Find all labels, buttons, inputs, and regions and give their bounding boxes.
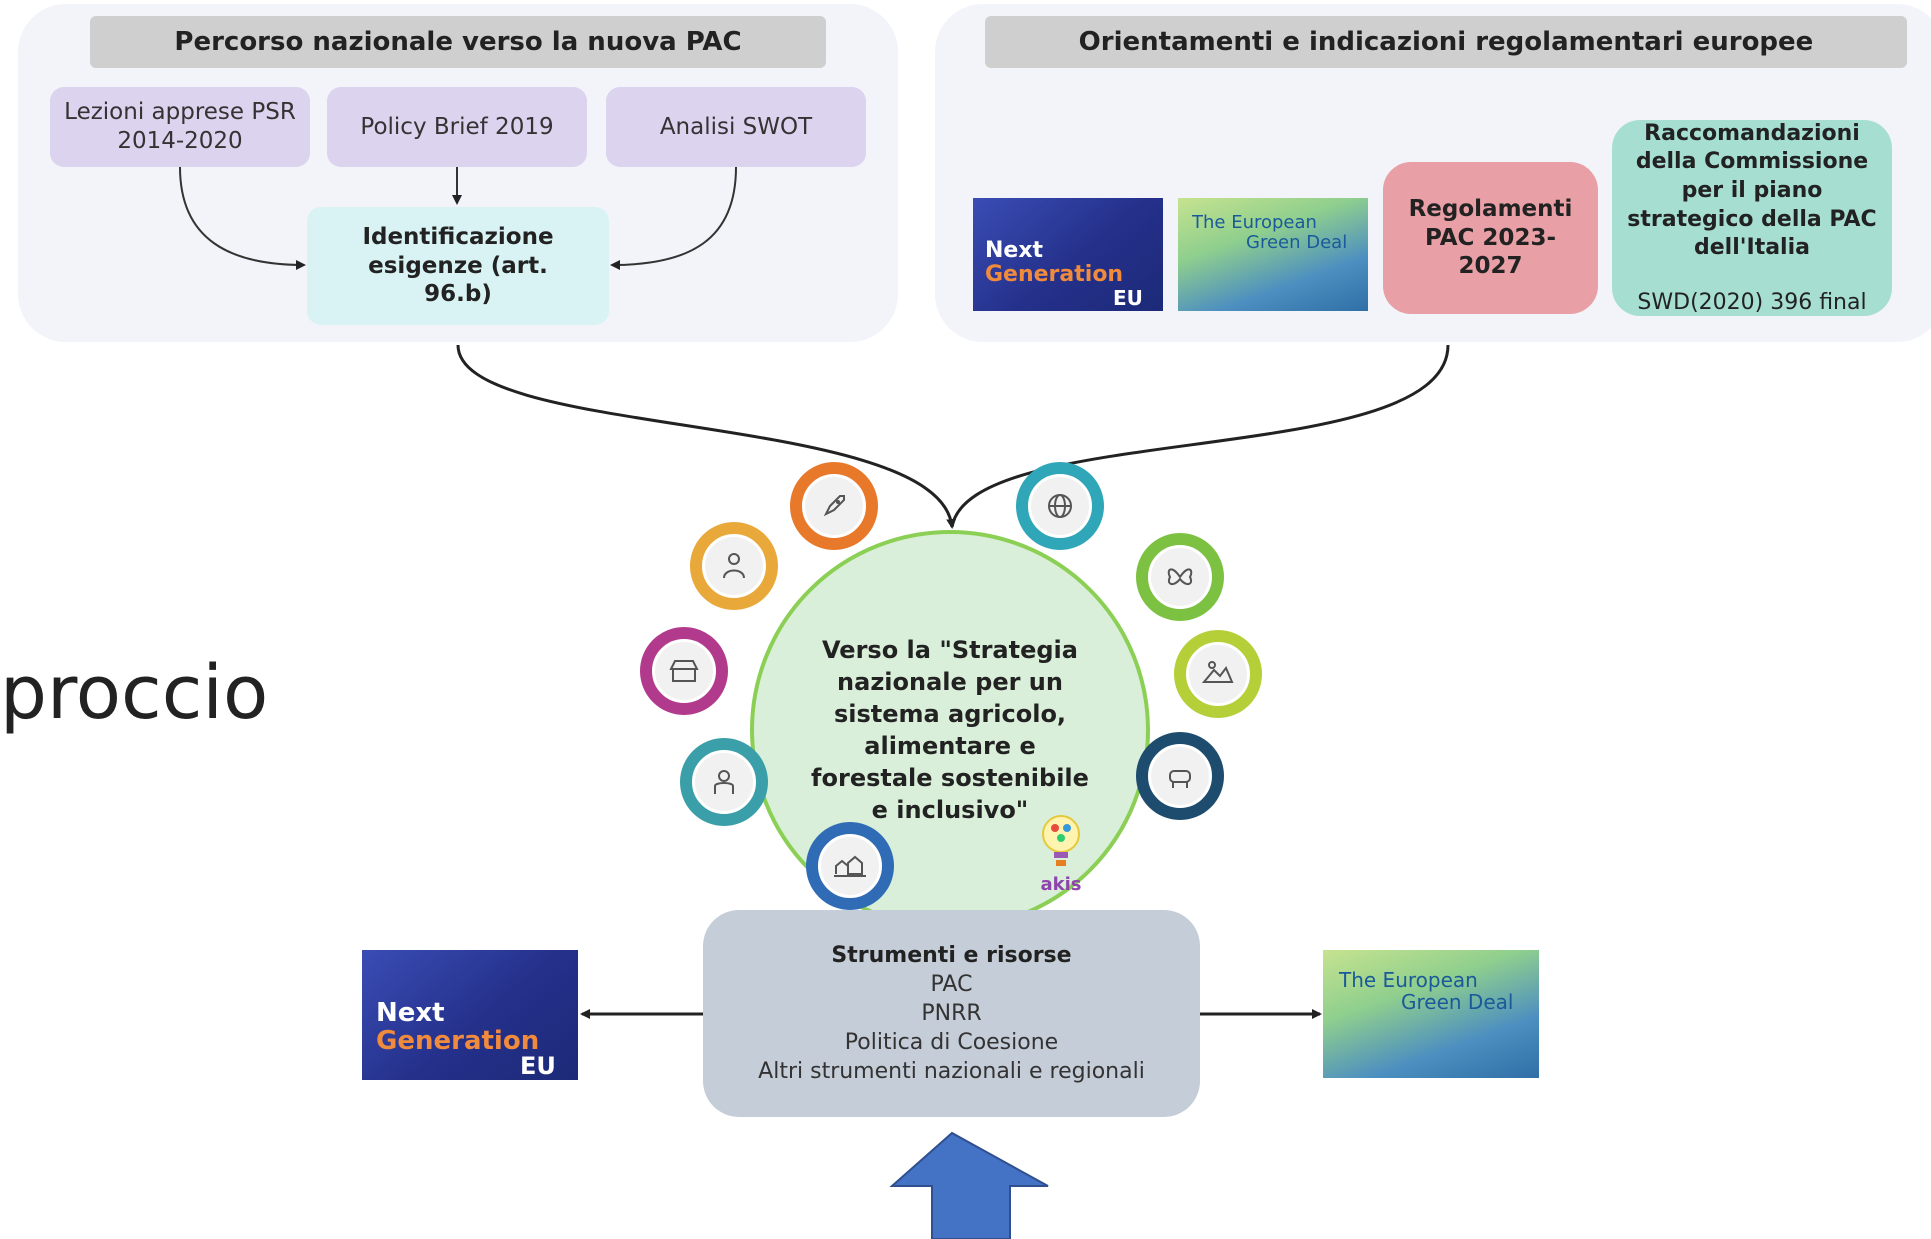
side-text: proccio	[0, 650, 269, 736]
ng-bottom-line2: Generation	[376, 1026, 540, 1056]
strategy-text: Verso la "Strategia nazionale per un sis…	[811, 636, 1089, 824]
gd-top-line2: Green Deal	[1246, 232, 1348, 253]
green-deal-logo-bottom: The European Green Deal	[1323, 950, 1539, 1078]
akis-logo: akis	[1035, 812, 1087, 896]
gd-bottom-line1: The European	[1339, 968, 1478, 992]
butterfly-icon	[1136, 533, 1224, 621]
resource-item-pac: PAC	[930, 972, 973, 997]
recommendations-box: Raccomandazioni della Commissione per il…	[1612, 120, 1892, 316]
next-generation-eu-logo-bottom: Next Generation EU	[362, 950, 578, 1080]
recommendations-ref: SWD(2020) 396 final	[1637, 289, 1867, 315]
big-up-arrow	[889, 1131, 1049, 1239]
resources-box: Strumenti e risorse PAC PNRR Politica di…	[703, 910, 1200, 1117]
rural-village-icon	[806, 822, 894, 910]
arrow-swot-to-needs	[610, 166, 737, 270]
ng-bottom-line1: Next	[376, 998, 445, 1028]
ng-top-line2: Generation	[985, 262, 1124, 287]
globe-icon	[1016, 462, 1104, 550]
big-blue-arrow	[888, 1188, 891, 1239]
policy-brief-box: Policy Brief 2019	[327, 87, 587, 167]
lessons-learned-box: Lezioni apprese PSR 2014-2020	[50, 87, 310, 167]
farmer-icon	[690, 522, 778, 610]
worker-icon	[680, 738, 768, 826]
swot-analysis-box: Analisi SWOT	[606, 87, 866, 167]
regulations-box: Regolamenti PAC 2023-2027	[1383, 162, 1598, 314]
eu-orientations-title: Orientamenti e indicazioni regolamentari…	[985, 16, 1907, 68]
lightbulb-icon	[1042, 815, 1080, 866]
arrow-national-to-center	[456, 344, 957, 529]
gd-bottom-line2: Green Deal	[1401, 990, 1514, 1014]
ng-top-line3: EU	[1113, 286, 1143, 310]
resource-item-cohesion: Politica di Coesione	[844, 1030, 1059, 1055]
resource-item-other: Altri strumenti nazionali e regionali	[758, 1059, 1145, 1084]
arrow-eu-to-center	[950, 344, 1450, 528]
green-deal-logo-top: The European Green Deal	[1178, 198, 1368, 311]
needs-identification-box: Identificazione esigenze (art. 96.b)	[307, 207, 609, 325]
rocket-icon	[790, 462, 878, 550]
next-generation-eu-logo-top: Next Generation EU	[973, 198, 1163, 311]
akis-label: akis	[1040, 874, 1082, 895]
cow-icon	[1136, 732, 1224, 820]
resource-item-pnrr: PNRR	[921, 1001, 982, 1026]
ng-bottom-line3: EU	[520, 1052, 556, 1080]
gd-top-line1: The European	[1192, 212, 1317, 233]
national-path-title: Percorso nazionale verso la nuova PAC	[90, 16, 826, 68]
resources-title: Strumenti e risorse	[831, 943, 1072, 968]
landscape-icon	[1174, 630, 1262, 718]
market-stall-icon	[640, 627, 728, 715]
ng-top-line1: Next	[985, 238, 1044, 263]
recommendations-title: Raccomandazioni della Commissione per il…	[1627, 120, 1877, 261]
arrow-lessons-to-needs	[179, 166, 306, 270]
